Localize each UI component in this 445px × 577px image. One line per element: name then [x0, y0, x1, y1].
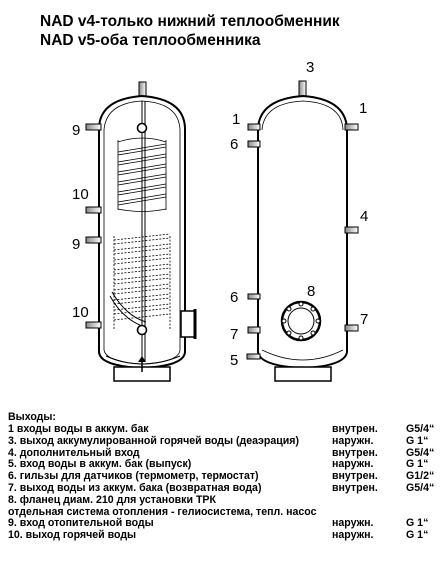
legend-size: G5/4“	[406, 481, 435, 494]
legend-desc: 4. дополнительный вход	[8, 446, 140, 459]
legend-kind: наружн.	[332, 517, 374, 530]
legend-desc: 6. гильзы для датчиков (термометр, термо…	[8, 470, 259, 483]
legend-size: G1/2“	[406, 470, 435, 483]
label-1-right: 1	[359, 100, 367, 117]
legend-kind: внутрен.	[332, 446, 378, 459]
title-line-1: NAD v4-только нижний теплообменник	[40, 13, 340, 30]
label-1-left: 1	[232, 111, 240, 128]
label-8: 8	[307, 283, 315, 300]
legend-row: 6. гильзы для датчиков (термометр, термо…	[8, 470, 440, 483]
right-tank	[246, 80, 359, 382]
legend-row: отдельная система отопления - гелиосисте…	[8, 505, 440, 519]
upper-coil-port-circle	[136, 122, 148, 134]
legend-row: 1 входы воды в аккум. бак внутрен. G5/4“	[8, 423, 440, 436]
legend-row: 9. вход отопительной воды наружн. G 1“	[8, 518, 440, 530]
legend-row: 8. фланец диам. 210 для установки ТРК	[8, 493, 440, 507]
legend-size: G 1“	[406, 529, 429, 542]
left-tank	[85, 81, 197, 382]
label-7-left: 7	[230, 326, 238, 343]
legend-size: G5/4“	[406, 446, 435, 459]
label-6-upper: 6	[230, 136, 238, 153]
right-tank-pipes	[246, 123, 359, 360]
label-9-lower: 9	[72, 236, 80, 253]
flange-8	[280, 300, 322, 342]
connections-legend: Выходы: 1 входы воды в аккум. бак внутрен…	[8, 411, 440, 542]
right-tank-base	[274, 366, 332, 382]
lower-heat-exchanger-coil	[113, 233, 171, 330]
legend-row: 5. вход воды в аккум. бак (выпуск) наружн…	[8, 459, 440, 471]
legend-desc: 10. выход горячей воды	[8, 529, 137, 542]
label-5: 5	[230, 352, 238, 369]
legend-kind: внутрен.	[332, 470, 378, 483]
tank-diagram: 9 10 9 10	[72, 59, 368, 382]
legend-row: 10. выход горячей воды наружн. G 1“	[8, 529, 440, 542]
legend-row: 3. выход аккумулированной горячей воды (…	[8, 434, 440, 448]
legend-row: 7. выход воды из аккум. бака (возвратная…	[8, 481, 440, 495]
left-side-pipes	[85, 123, 102, 329]
label-10-lower: 10	[72, 304, 89, 321]
label-7-right: 7	[360, 311, 368, 328]
legend-row: 4. дополнительный вход внутрен. G5/4“	[8, 446, 440, 460]
legend-desc: 7. выход воды из аккум. бака (возвратная…	[8, 481, 262, 494]
label-6-lower: 6	[230, 289, 238, 306]
legend-size: G 1“	[406, 458, 429, 471]
legend-size: G5/4“	[406, 423, 435, 435]
legend-kind: наружн.	[332, 529, 374, 542]
legend-heading: Выходы:	[8, 411, 56, 423]
title-line-2: NAD v5-оба теплообменника	[40, 32, 261, 49]
legend-kind: наружн.	[332, 434, 374, 447]
legend-kind: внутрен.	[332, 481, 378, 494]
label-9-upper: 9	[72, 122, 80, 139]
legend-desc: отдельная система отопления - гелиосисте…	[8, 505, 317, 518]
left-tank-flange	[180, 310, 196, 338]
lower-coil-port-circle	[136, 324, 148, 336]
legend-kind: внутрен.	[332, 423, 378, 435]
upper-heat-exchanger-coil	[117, 137, 167, 212]
legend-desc: 1 входы воды в аккум. бак	[8, 423, 149, 435]
legend-desc: 9. вход отопительной воды	[8, 517, 154, 530]
legend-desc: 5. вход воды в аккум. бак (выпуск)	[8, 458, 192, 471]
label-3: 3	[306, 59, 314, 76]
legend-kind: наружн.	[332, 458, 374, 471]
legend-size: G 1“	[406, 517, 429, 530]
legend-size: G 1“	[406, 434, 429, 447]
label-4: 4	[360, 208, 368, 225]
legend-desc: 3. выход аккумулированной горячей воды (…	[8, 434, 299, 447]
label-10-upper: 10	[72, 186, 89, 203]
legend-desc: 8. фланец диам. 210 для установки ТРК	[8, 493, 216, 506]
